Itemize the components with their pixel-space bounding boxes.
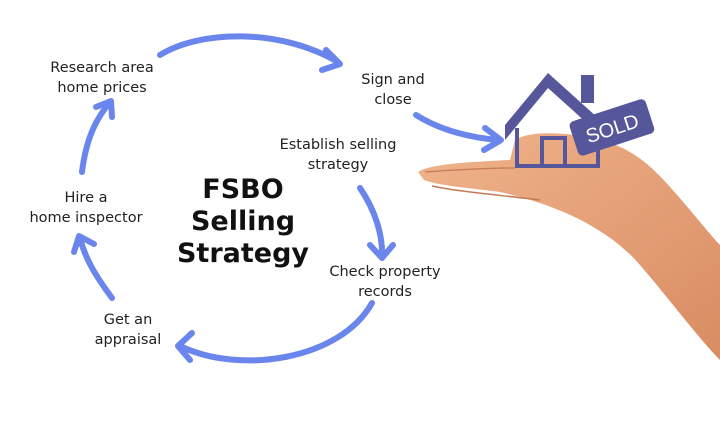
arrow-inspector-to-research — [79, 99, 113, 175]
step-label: home prices — [57, 80, 146, 96]
arrow-research-to-sign — [157, 33, 341, 65]
title-line: FSBO — [202, 174, 283, 205]
step-label: Hire a — [65, 190, 108, 206]
step-establish: Establish selling strategy — [280, 137, 397, 173]
step-label: records — [358, 284, 412, 300]
title-line: Selling — [191, 206, 295, 237]
step-sign-close: Sign and close — [361, 72, 425, 108]
arrow-check-to-appraisal — [177, 300, 375, 364]
step-label: close — [374, 92, 411, 108]
hand-image — [418, 133, 720, 360]
arrow-sign-to-house — [413, 112, 503, 143]
step-label: Sign and — [361, 72, 425, 88]
step-appraisal: Get an appraisal — [95, 312, 162, 348]
step-label: appraisal — [95, 332, 162, 348]
center-title: FSBO Selling Strategy — [177, 174, 309, 269]
step-label: home inspector — [29, 210, 142, 226]
step-check-records: Check property records — [329, 264, 441, 300]
step-inspector: Hire a home inspector — [29, 190, 142, 226]
step-label: Establish selling — [280, 137, 397, 153]
title-line: Strategy — [177, 238, 309, 269]
step-label: Check property — [329, 264, 441, 280]
step-research: Research area home prices — [50, 60, 153, 96]
arrow-appraisal-to-inspector — [77, 235, 115, 301]
step-label: strategy — [308, 157, 369, 173]
cycle-arrows — [71, 33, 504, 364]
step-label: Get an — [104, 312, 153, 328]
arrow-strategy-to-check — [357, 185, 386, 260]
step-label: Research area — [50, 60, 153, 76]
